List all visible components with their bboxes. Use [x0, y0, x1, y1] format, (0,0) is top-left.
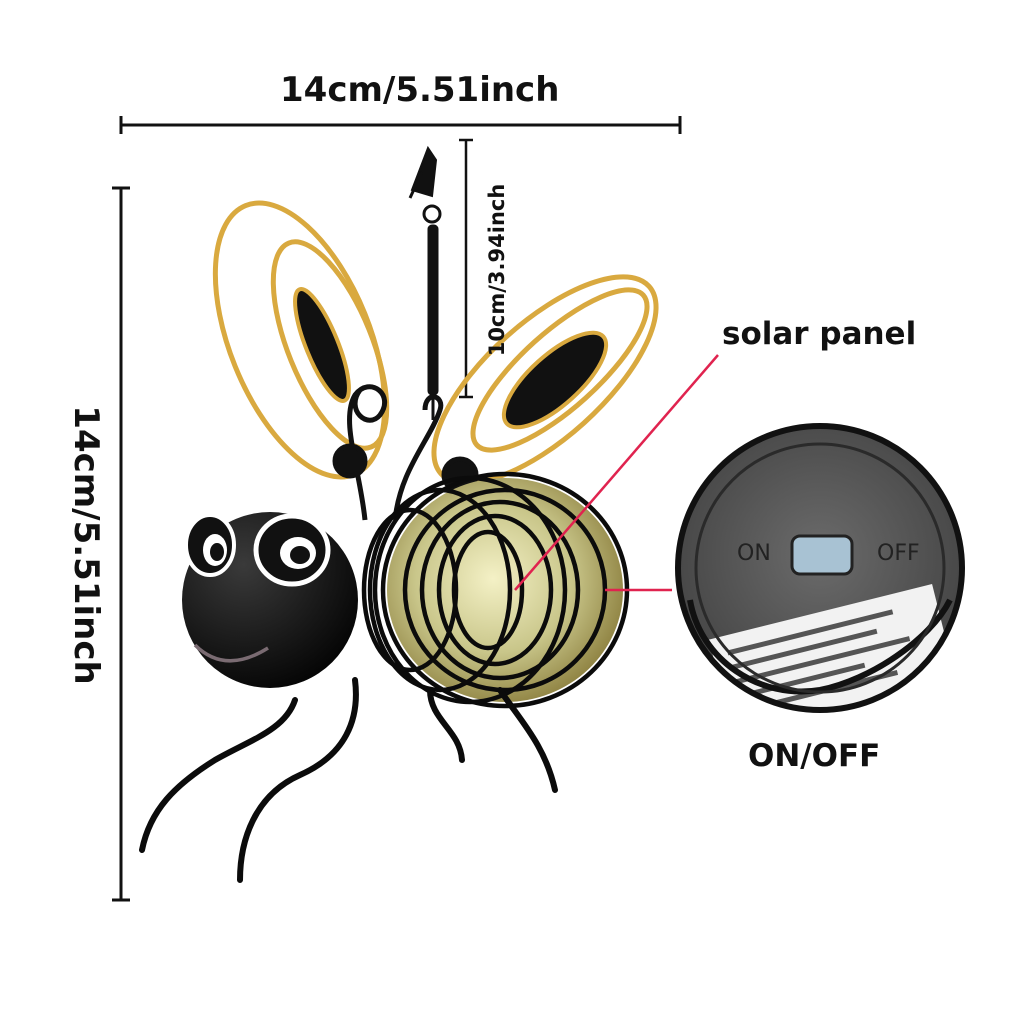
glass-body	[361, 471, 630, 709]
width-dimension-label: 14cm/5.51inch	[280, 70, 560, 110]
width-dimension-line	[119, 116, 682, 134]
switch-toggle	[790, 534, 854, 576]
solar-panel-callout-line	[514, 354, 719, 592]
antennae	[332, 384, 479, 521]
height-dimension-label: 14cm/5.51inch	[66, 405, 106, 685]
hanging-clip	[408, 145, 442, 420]
hanger-dimension-line	[459, 138, 473, 399]
left-eye	[184, 513, 236, 577]
hanger-dimension-label: 10cm/3.94inch	[485, 183, 509, 357]
bee-legs	[139, 677, 558, 883]
left-wing	[212, 200, 390, 480]
smile	[193, 643, 269, 663]
solar-panel-label: solar panel	[722, 316, 917, 352]
right-eye	[253, 513, 331, 587]
right-wing	[431, 274, 659, 486]
switch-label: ON/OFF	[748, 738, 881, 774]
height-dimension-line	[112, 186, 130, 902]
bee-head	[182, 512, 358, 688]
switch-on-label: ON	[737, 541, 771, 566]
switch-off-label: OFF	[877, 541, 920, 566]
switch-detail-circle	[674, 422, 966, 714]
